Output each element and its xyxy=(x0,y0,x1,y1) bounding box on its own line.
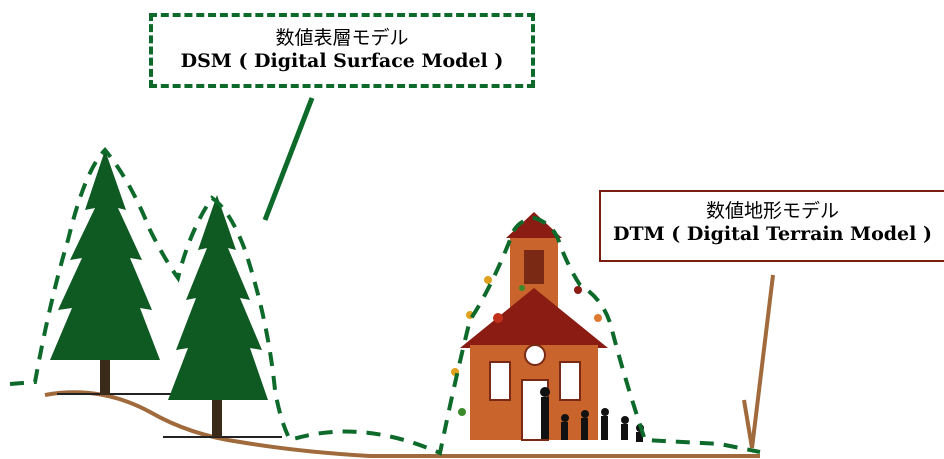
dtm-title-ja: 数値地形モデル xyxy=(705,200,839,222)
dsm-label-box: 数値表層モデル DSM ( Digital Surface Model ) xyxy=(149,13,535,88)
dsm-pointer-line xyxy=(262,97,315,221)
dsm-title-ja: 数値表層モデル xyxy=(275,27,409,49)
tree-icon xyxy=(50,150,160,395)
tree-icon xyxy=(168,195,268,437)
dsm-title-en: DSM ( Digital Surface Model ) xyxy=(180,50,504,72)
dtm-title-en: DTM ( Digital Terrain Model ) xyxy=(613,223,932,245)
dtm-pointer-line xyxy=(750,274,775,449)
surface-outline-dashed xyxy=(9,147,761,456)
terrain-ground-line xyxy=(44,390,760,458)
schoolhouse-icon xyxy=(460,212,608,441)
dtm-pointer-tick xyxy=(742,399,754,449)
dtm-label-box: 数値地形モデル DTM ( Digital Terrain Model ) xyxy=(599,190,944,262)
